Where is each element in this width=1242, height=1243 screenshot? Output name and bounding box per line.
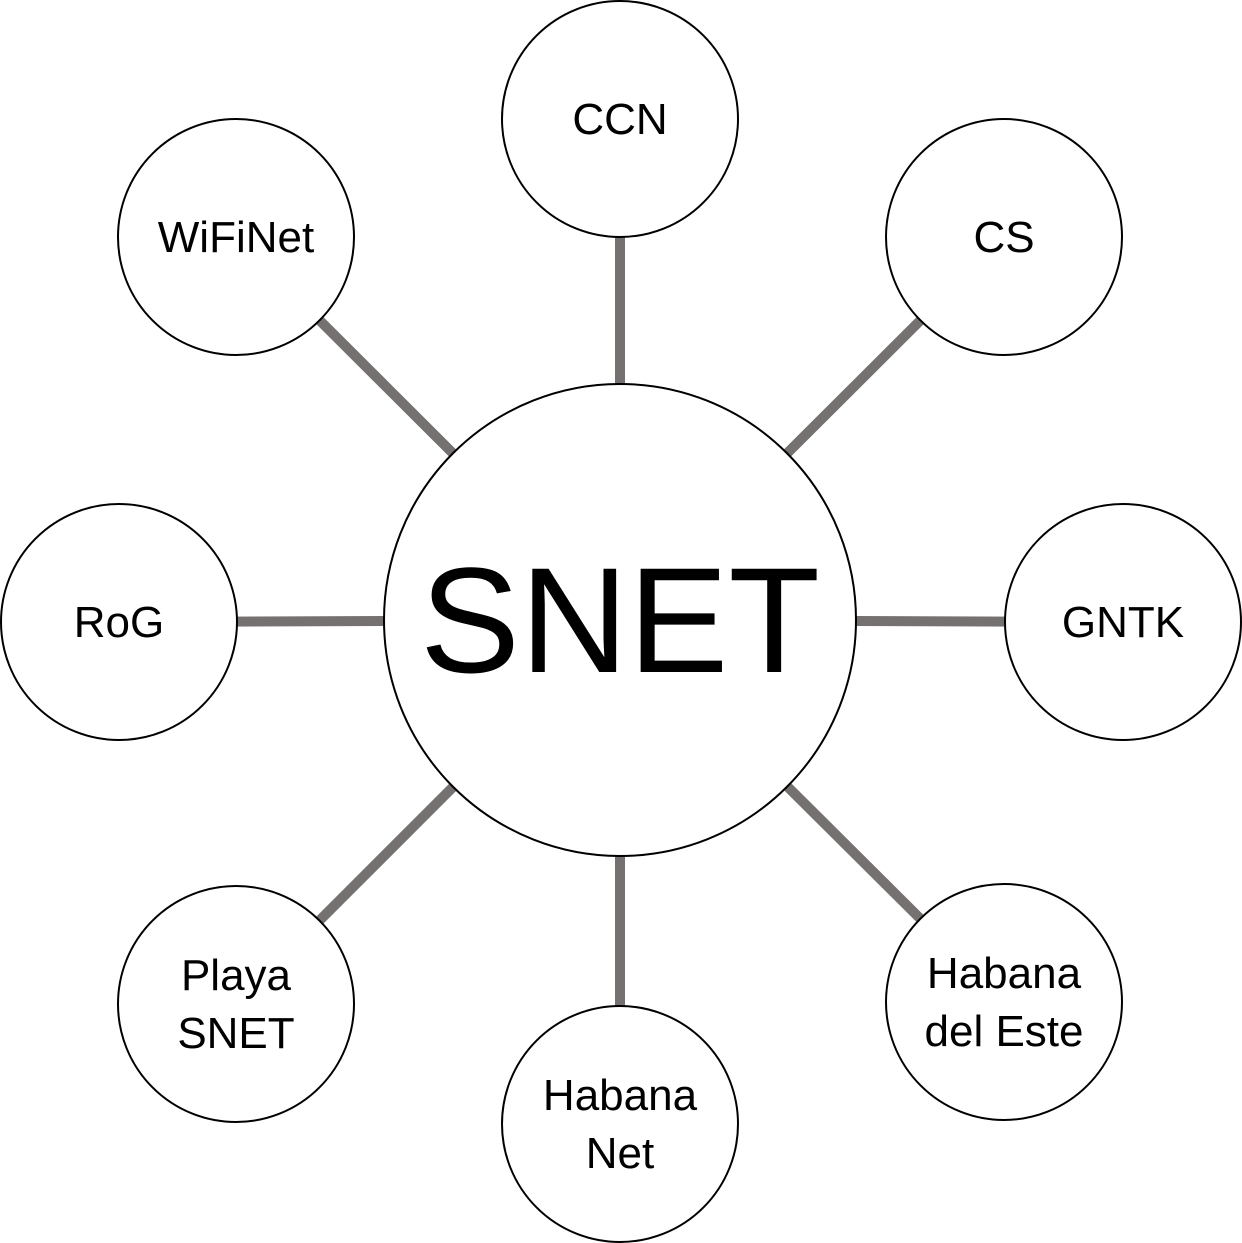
node-label: WiFiNet [158,213,314,262]
node-cs: CS [885,118,1123,356]
node-label: RoG [74,598,164,647]
node-circle [501,1005,739,1243]
node-circle [885,883,1123,1121]
node-label: Playa [181,951,292,1000]
node-label: CCN [572,95,667,144]
node-habana-del-este: Habana del Este [885,883,1123,1121]
node-label: CS [973,213,1034,262]
node-ccn: CCN [501,0,739,238]
center-label: SNET [420,536,820,704]
node-circle [501,0,739,238]
node-label: SNET [177,1009,294,1058]
node-label: Habana [927,949,1082,998]
node-label: GNTK [1062,598,1184,647]
node-wifinet: WiFiNet [117,118,355,356]
node-circle [117,885,355,1123]
node-gntk: GNTK [1004,503,1242,741]
node-circle [117,118,355,356]
node-circle [885,118,1123,356]
node-circle [0,503,238,741]
node-circle [1004,503,1242,741]
center-node-snet: SNET [383,383,857,857]
node-label: Habana [543,1071,698,1120]
node-label: Net [586,1129,654,1178]
node-label: del Este [925,1007,1084,1056]
node-rog: RoG [0,503,238,741]
center-circle [383,383,857,857]
